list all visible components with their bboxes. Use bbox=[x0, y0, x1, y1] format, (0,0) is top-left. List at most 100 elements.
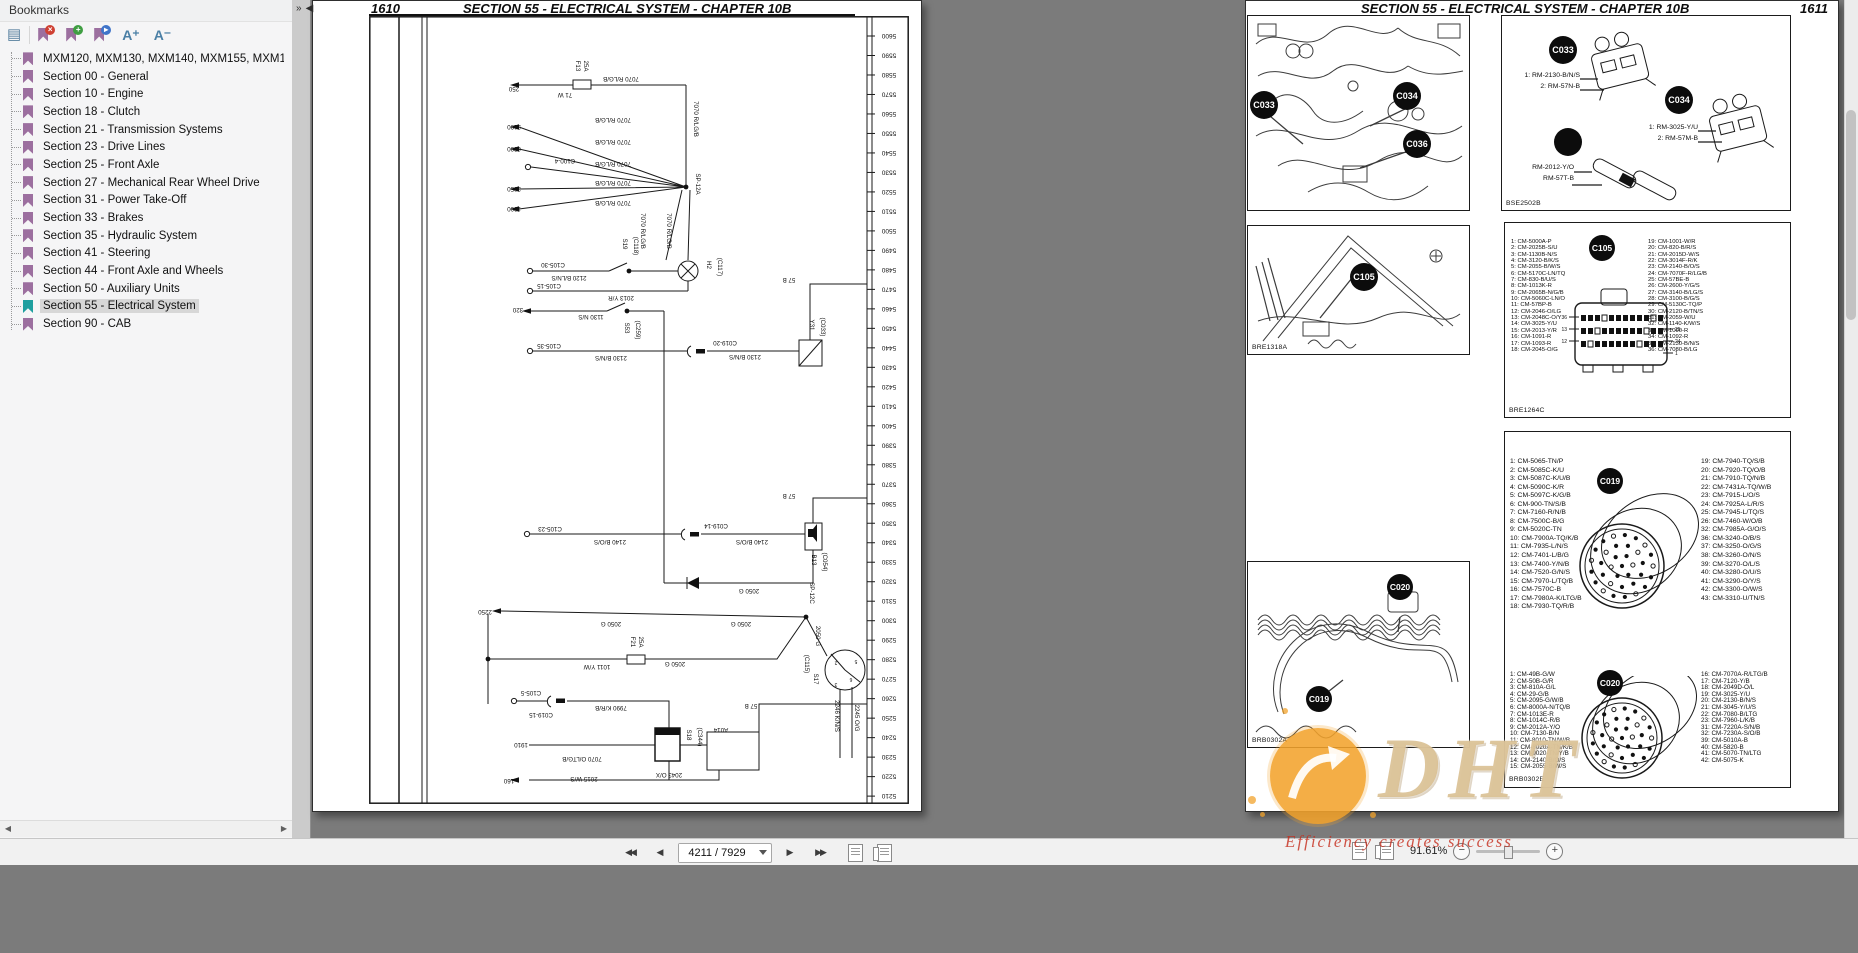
bookmark-item[interactable]: Section 21 - Transmission Systems bbox=[0, 121, 292, 139]
svg-text:2050 G: 2050 G bbox=[739, 587, 759, 594]
vertical-scrollbar[interactable] bbox=[1844, 0, 1858, 838]
svg-text:5380: 5380 bbox=[881, 461, 896, 468]
zoom-out-button[interactable]: − bbox=[1453, 842, 1471, 860]
pin-label: 13: CM-2048C-O/Y bbox=[1511, 315, 1562, 322]
next-page-button[interactable]: ▶ bbox=[786, 847, 794, 857]
facing-page-view-icon[interactable] bbox=[1375, 842, 1394, 860]
bookmark-item[interactable]: Section 25 - Front Axle bbox=[0, 156, 292, 174]
tree-stub bbox=[12, 93, 21, 95]
dropdown-caret-icon[interactable] bbox=[759, 850, 767, 855]
pin-label: 8: CM-7500C-B/G bbox=[1510, 517, 1565, 525]
pin-label: 20: CM-7920-TQ/O/B bbox=[1701, 466, 1766, 474]
svg-text:5310: 5310 bbox=[881, 597, 896, 604]
connector-line-art bbox=[1572, 31, 1774, 201]
goto-badge-icon: ▸ bbox=[101, 24, 112, 35]
bookmark-item[interactable]: Section 41 - Steering bbox=[0, 245, 292, 263]
pin-label: 7: CM-830-B/U/S bbox=[1511, 277, 1556, 284]
add-badge-icon: + bbox=[73, 24, 84, 35]
pin-label: 3: CM-1130B-N/S bbox=[1511, 251, 1558, 258]
first-page-button[interactable]: ◀◀ bbox=[625, 847, 637, 857]
figure-code: BRE1318A bbox=[1252, 344, 1288, 351]
scrollbar-thumb[interactable] bbox=[1846, 110, 1856, 320]
page-header: SECTION 55 - ELECTRICAL SYSTEM - CHAPTER… bbox=[463, 1, 792, 16]
bookmark-label: Section 31 - Power Take-Off bbox=[43, 194, 187, 207]
pin-label: 29: CM-5130C-TQ/P bbox=[1648, 302, 1703, 309]
svg-text:13: 13 bbox=[1561, 327, 1567, 333]
header-rule bbox=[369, 14, 855, 16]
bookmark-item[interactable]: Section 90 - CAB bbox=[0, 315, 292, 333]
zoom-controls: 91.61% − + bbox=[1352, 842, 1564, 860]
add-bookmark-button[interactable]: + bbox=[66, 24, 84, 43]
svg-text:5580: 5580 bbox=[881, 71, 896, 78]
bookmark-icon bbox=[66, 27, 77, 42]
decrease-text-size-button[interactable]: A⁻ bbox=[153, 26, 172, 43]
svg-text:5280: 5280 bbox=[881, 656, 896, 663]
pin-label: 1: CM-5065-TN/P bbox=[1510, 458, 1564, 465]
pin-label: 5: CM-2095-G/W/B bbox=[1510, 697, 1564, 705]
pin-label: 22: CM-3014F-R/K bbox=[1648, 258, 1698, 265]
bookmark-item[interactable]: Section 35 - Hydraulic System bbox=[0, 227, 292, 245]
bookmark-item[interactable]: Section 23 - Drive Lines bbox=[0, 138, 292, 156]
zoom-in-button[interactable]: + bbox=[1546, 842, 1564, 860]
scroll-left-button[interactable]: ◀ bbox=[0, 821, 16, 837]
pin-label: 12: CM-7401-L/B/G bbox=[1510, 552, 1569, 560]
bookmark-item[interactable]: Section 27 - Mechanical Rear Wheel Drive bbox=[0, 174, 292, 192]
page-1610[interactable]: 1610 SECTION 55 - ELECTRICAL SYSTEM - CH… bbox=[312, 0, 922, 812]
tree-stub bbox=[12, 235, 21, 237]
collapse-panel-icon[interactable]: ◀ bbox=[305, 3, 318, 14]
single-page-view-icon[interactable] bbox=[1352, 842, 1367, 860]
svg-text:25: 25 bbox=[1675, 327, 1681, 333]
delete-bookmark-button[interactable]: × bbox=[38, 24, 56, 43]
expand-panel-icon[interactable]: » bbox=[296, 3, 306, 14]
previous-page-button[interactable]: ◀ bbox=[656, 847, 664, 857]
next-view-icon[interactable] bbox=[873, 843, 892, 862]
bookmark-item[interactable]: Section 55 - Electrical System bbox=[0, 298, 292, 316]
tree-stub bbox=[12, 182, 21, 184]
pin-label: 2: CM-50B-G/R bbox=[1510, 677, 1554, 685]
bookmark-item[interactable]: MXM120, MXM130, MXM140, MXM155, MXM175, … bbox=[0, 50, 292, 68]
goto-bookmark-button[interactable]: ▸ bbox=[94, 24, 112, 43]
previous-view-icon[interactable] bbox=[848, 843, 863, 862]
c019-connector-art bbox=[1579, 493, 1699, 609]
bookmark-item[interactable]: Section 33 - Brakes bbox=[0, 209, 292, 227]
bookmark-item[interactable]: Section 10 - Engine bbox=[0, 85, 292, 103]
bookmark-flag-icon bbox=[23, 70, 33, 84]
pin-label: 16: CM-1091-R bbox=[1511, 334, 1552, 341]
panel-splitter[interactable] bbox=[292, 0, 311, 838]
last-page-button[interactable]: ▶▶ bbox=[815, 847, 827, 857]
panel-options-icon[interactable]: ▤ bbox=[7, 26, 22, 43]
zoom-slider[interactable] bbox=[1476, 845, 1541, 859]
page-number-input[interactable] bbox=[679, 843, 755, 862]
bookmark-item[interactable]: Section 00 - General bbox=[0, 68, 292, 86]
panel-collapse-buttons[interactable]: »◀ bbox=[296, 3, 317, 14]
scroll-right-button[interactable]: ▶ bbox=[276, 821, 292, 837]
zoom-slider-thumb[interactable] bbox=[1504, 845, 1514, 859]
pin-label: 31: CM-7220A-S/N/B bbox=[1701, 723, 1761, 731]
svg-text:250: 250 bbox=[508, 85, 519, 92]
svg-text:(C115): (C115) bbox=[803, 655, 810, 673]
terminal-label: 1: RM-3025-Y/U bbox=[1648, 124, 1698, 131]
c020-connector-art bbox=[1581, 676, 1697, 779]
svg-text:5600: 5600 bbox=[881, 32, 896, 39]
sidebar-horizontal-scrollbar[interactable]: ◀ ▶ bbox=[0, 820, 292, 837]
svg-text:S53: S53 bbox=[623, 322, 630, 334]
page-navigation: ◀◀ ◀ ▶ ▶▶ bbox=[618, 842, 892, 863]
increase-text-size-button[interactable]: A⁺ bbox=[122, 26, 140, 43]
bookmarks-panel: Bookmarks ▤ × + ▸ A⁺ A⁻ MXM120, MXM130, … bbox=[0, 0, 293, 838]
pin-label: 2: CM-5085C-K/U bbox=[1510, 466, 1565, 474]
svg-text:5320: 5320 bbox=[881, 578, 896, 585]
tree-stub bbox=[12, 164, 21, 166]
bookmark-item[interactable]: Section 31 - Power Take-Off bbox=[0, 192, 292, 210]
bookmark-item[interactable]: Section 18 - Clutch bbox=[0, 103, 292, 121]
tree-stub bbox=[12, 146, 21, 148]
pin-label: 26: CM-7460-W/O/B bbox=[1701, 517, 1763, 525]
pin-label: 43: CM-3310-U/TN/S bbox=[1701, 594, 1765, 602]
page-1611[interactable]: SECTION 55 - ELECTRICAL SYSTEM - CHAPTER… bbox=[1245, 0, 1839, 812]
svg-text:7070 R/LG/B: 7070 R/LG/B bbox=[603, 75, 639, 82]
bookmark-item[interactable]: Section 50 - Auxiliary Units bbox=[0, 280, 292, 298]
bookmark-item[interactable]: Section 44 - Front Axle and Wheels bbox=[0, 262, 292, 280]
